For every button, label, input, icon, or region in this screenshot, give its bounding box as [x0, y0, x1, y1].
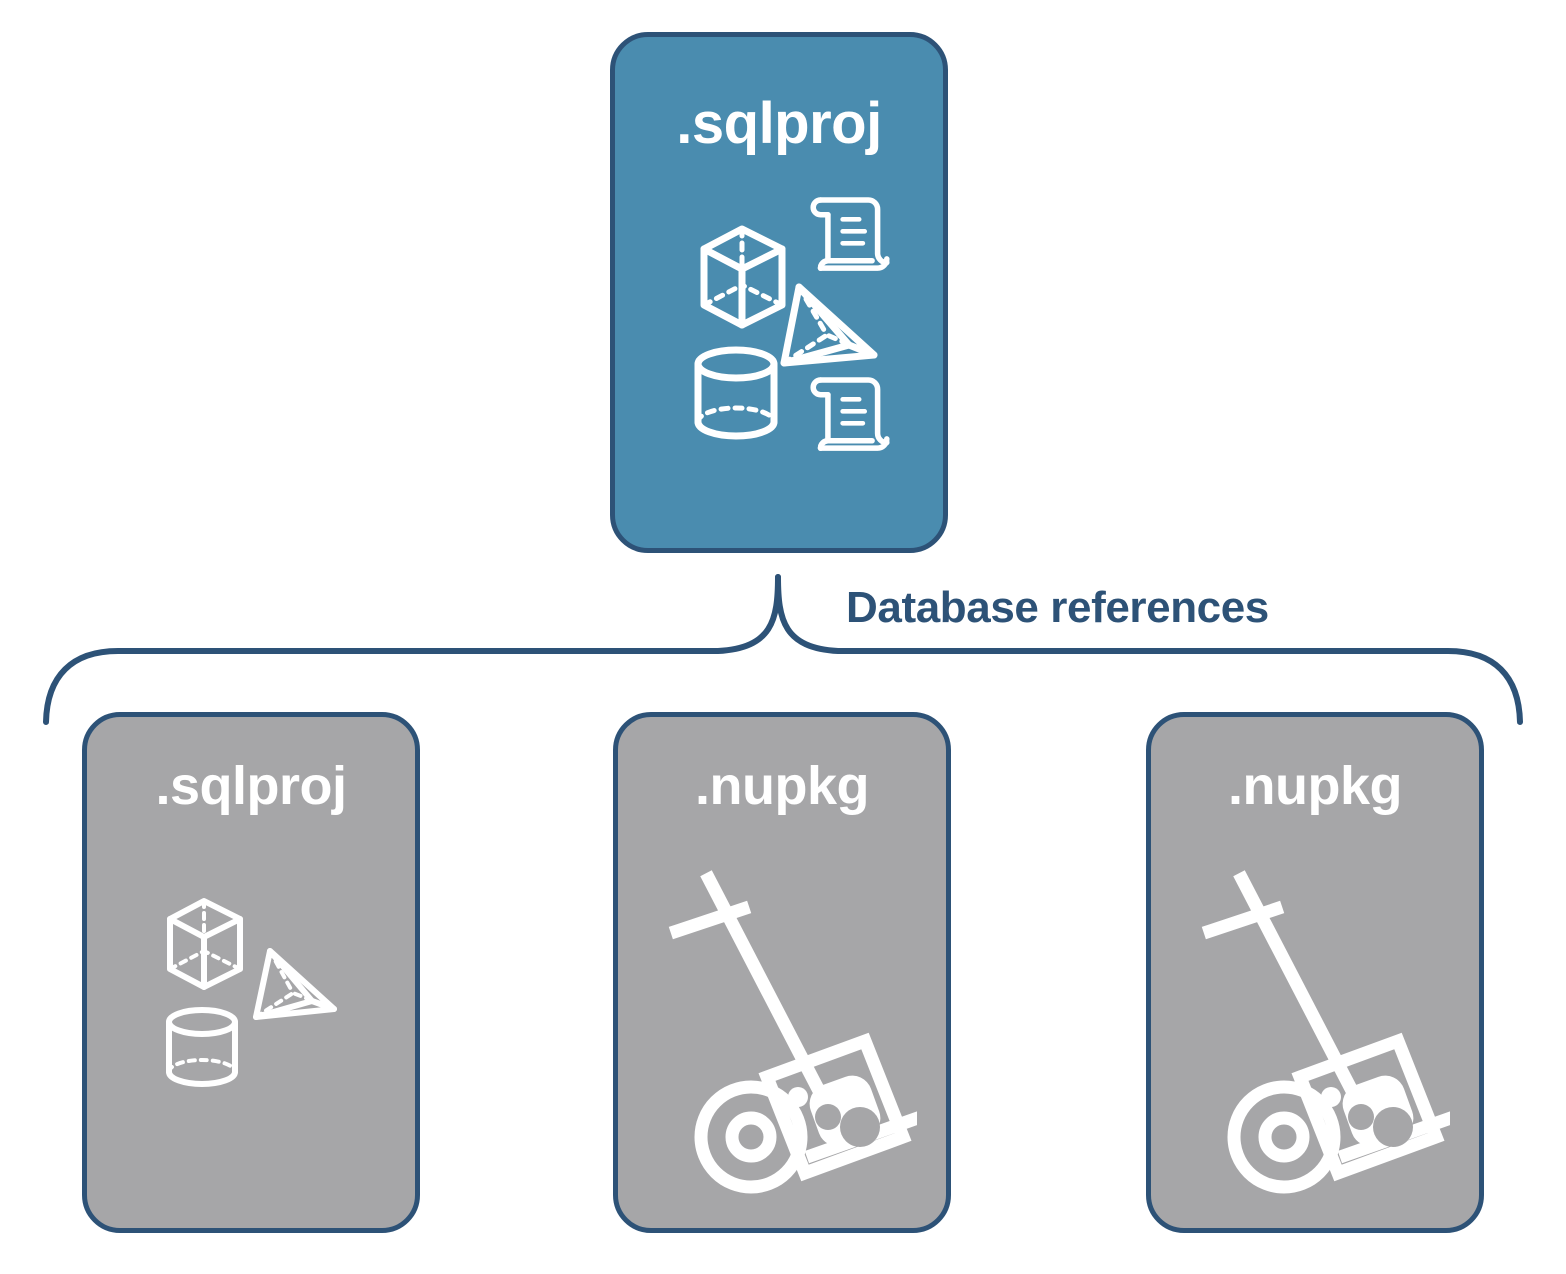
- node-art-sqlproj-root: [615, 187, 943, 467]
- pyramid-icon: [253, 948, 337, 1020]
- cylinder-icon: [694, 346, 778, 440]
- node-label-sqlproj-root: .sqlproj: [676, 91, 882, 156]
- cube-icon: [167, 898, 243, 990]
- scroll-icon: [810, 197, 890, 271]
- pyramid-icon: [780, 283, 878, 367]
- node-sqlproj-ref[interactable]: .sqlproj: [82, 712, 420, 1233]
- hand-truck-package-icon: [668, 870, 917, 1194]
- hand-truck-package-icon: [1201, 870, 1450, 1194]
- edge-label-database-references: Database references: [846, 583, 1269, 632]
- cube-icon: [700, 225, 786, 329]
- node-label-sqlproj-ref: .sqlproj: [155, 756, 347, 816]
- node-art-sqlproj-ref: [87, 877, 415, 1107]
- cylinder-icon: [166, 1007, 238, 1087]
- node-label-nupkg-ref-1: .nupkg: [695, 756, 869, 816]
- node-label-nupkg-ref-2: .nupkg: [1228, 756, 1402, 816]
- scroll-icon: [810, 377, 890, 451]
- node-art-nupkg-ref-1: [618, 865, 946, 1195]
- node-sqlproj-root[interactable]: .sqlproj: [610, 32, 948, 553]
- node-art-nupkg-ref-2: [1151, 865, 1479, 1195]
- node-nupkg-ref-2[interactable]: .nupkg: [1146, 712, 1484, 1233]
- node-nupkg-ref-1[interactable]: .nupkg: [613, 712, 951, 1233]
